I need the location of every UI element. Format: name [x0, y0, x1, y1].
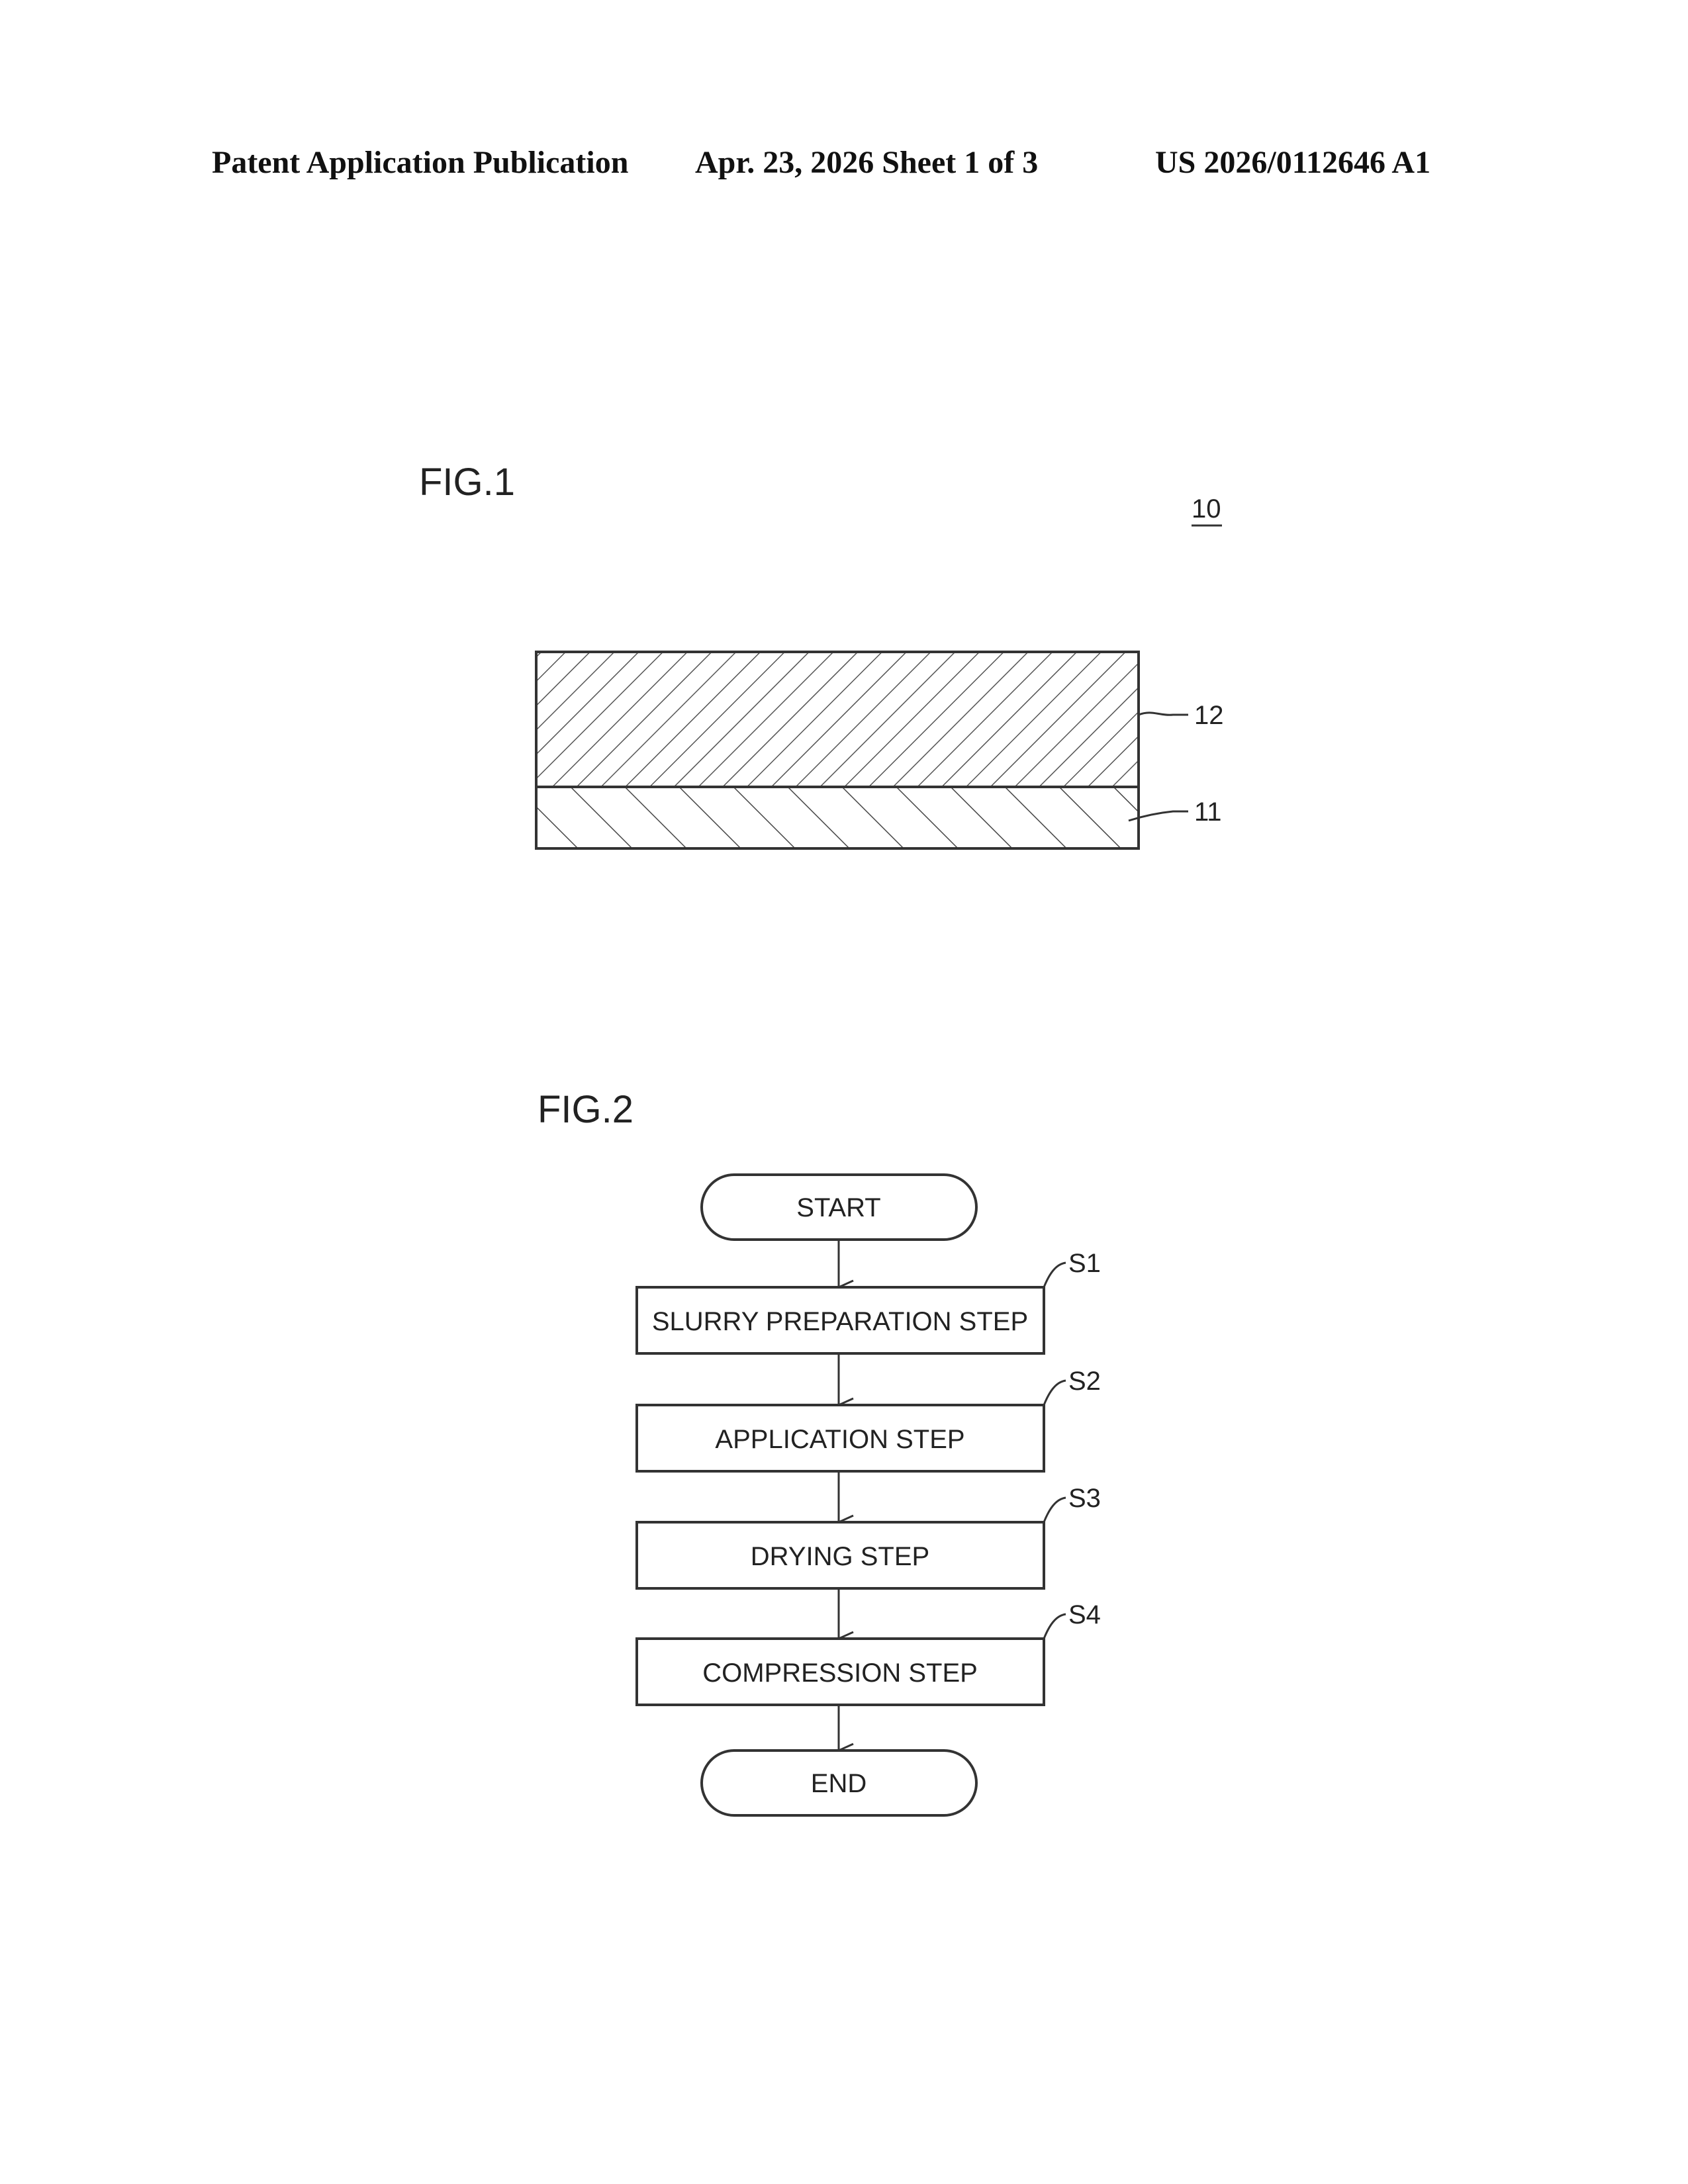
flow-step-s4-label: COMPRESSION STEP [702, 1659, 978, 1688]
flow-start-label: START [796, 1193, 880, 1222]
flow-step-s3-leader [1044, 1498, 1066, 1522]
fig1-drawing: 10 12 11 [536, 494, 1224, 848]
fig2-flowchart: START SLURRY PREPARATION STEP S1 APPLICA… [637, 1175, 1101, 1815]
fig1-ref-overall: 10 [1192, 494, 1221, 523]
flow-end-label: END [811, 1769, 867, 1798]
fig1-leader-top [1139, 713, 1188, 715]
flow-step-s1-label: SLURRY PREPARATION STEP [652, 1307, 1028, 1336]
flow-step-s2-id: S2 [1068, 1367, 1101, 1396]
flow-step-s3-id: S3 [1068, 1484, 1101, 1513]
flow-step-s4-leader [1044, 1614, 1066, 1639]
fig1-bottom-layer [536, 787, 1139, 848]
flow-step-s1-leader [1044, 1263, 1066, 1287]
fig1-ref-bottom-layer: 11 [1194, 797, 1222, 827]
flow-step-s1-id: S1 [1068, 1249, 1101, 1278]
fig1-ref-top-layer: 12 [1194, 701, 1224, 730]
flow-step-s2-label: APPLICATION STEP [715, 1425, 964, 1454]
flow-step-s2-leader [1044, 1381, 1066, 1405]
flow-step-s4-id: S4 [1068, 1600, 1101, 1629]
flow-step-s3-label: DRYING STEP [751, 1542, 929, 1571]
fig1-top-layer [536, 652, 1139, 787]
